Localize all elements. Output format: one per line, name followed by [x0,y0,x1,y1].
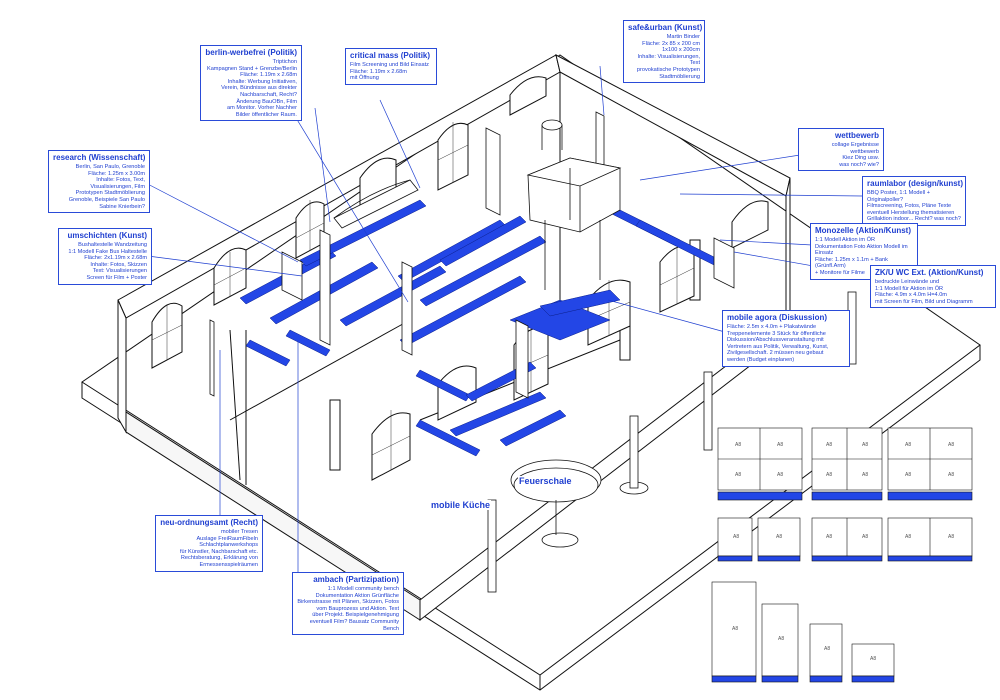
label-body: Martin Binder Fläche: 2x 85 x 200 cm 1x1… [636,34,700,80]
label-title: berlin-werbefrei (Politik) [205,48,297,57]
label-body: 1:1 Modell community bench Dokumentation… [297,586,399,632]
label-title: ZK/U WC Ext. (Aktion/Kunst) [875,268,984,277]
label-body: Film Screening und Bild Einsatz Fläche: … [350,62,429,82]
label-body: mobiler Tresen Auslage FreiRaumFibeln Sc… [179,529,258,568]
label-ambach: ambach (Partizipation) 1:1 Modell commun… [292,572,404,636]
label-mobile-agora: mobile agora (Diskussion) Fläche: 2.5m x… [722,310,850,367]
label-berlin-werbefrei: berlin-werbefrei (Politik) Triptichon Ka… [200,45,302,122]
panel-tag: A8 [905,534,911,540]
label-body: BBQ Poster, 1:1 Modell + Originalpoller?… [867,190,961,223]
label-body: bedruckte Leinwände und 1:1 Modell für A… [875,279,973,305]
panel-tag: A8 [778,636,784,642]
label-zku: ZK/U WC Ext. (Aktion/Kunst) bedruckte Le… [870,265,996,309]
label-title: neu-ordnungsamt (Recht) [160,518,258,527]
panel-tag: A8 [777,472,783,478]
panel-tag: A8 [777,442,783,448]
label-title: critical mass (Politik) [350,51,431,60]
panel-group-c [887,427,973,501]
leader-lines [139,65,871,575]
panel-tag: A8 [862,442,868,448]
panel-group-a [717,427,803,501]
panel-tag: A8 [735,472,741,478]
panel-tag: A8 [948,442,954,448]
label-title: mobile agora (Diskussion) [727,313,828,322]
display-walls [209,111,735,399]
label-body: Triptichon Kampagnen Stand + Grenzbe/Ber… [206,59,297,118]
panel-tag: A8 [948,534,954,540]
exhibition-tables [239,199,721,457]
octagon-tent [526,119,622,290]
panel-tag: A8 [905,442,911,448]
panel-tag: A8 [824,646,830,652]
panel-elevations [711,427,973,683]
columns [487,291,857,593]
panel-tag: A8 [862,534,868,540]
panel-tag: A8 [862,472,868,478]
label-mobile-kueche: mobile Küche [430,500,492,510]
panel-tag: A8 [870,656,876,662]
panel-tag: A8 [735,442,741,448]
label-body: collage Ergebnisse wettbewerb Kiez Ding … [831,142,879,168]
label-title: raumlabor (design/kunst) [867,179,964,188]
label-title: safe&urban (Kunst) [628,23,703,32]
label-research: research (Wissenschaft) Berlin, San Paul… [48,150,150,214]
panel-tag: A8 [905,472,911,478]
label-body: Bushaltestelle Wandzeitung 1:1 Modell Fa… [68,242,147,281]
label-feuerschale: Feuerschale [518,476,573,486]
panel-tag: A8 [776,534,782,540]
label-body: 1:1 Modell Aktion im ÖR Dokumentation Fo… [815,237,908,276]
label-body: Berlin, San Paulo, Grenoble Fläche: 1.25… [68,164,145,210]
panel-tag: A8 [826,442,832,448]
label-neu-ordnungsamt: neu-ordnungsamt (Recht) mobiler Tresen A… [155,515,263,572]
panel-tag: A8 [732,626,738,632]
label-title: umschichten (Kunst) [67,231,147,240]
label-critical-mass: critical mass (Politik) Film Screening u… [345,48,437,85]
label-raumlabor: raumlabor (design/kunst) BBQ Poster, 1:1… [862,176,966,226]
panel-tag: A8 [733,534,739,540]
panel-group-d [717,517,973,562]
label-wettbewerb: wettbewerb collage Ergebnisse wettbewerb… [798,128,884,172]
label-safe-urban: safe&urban (Kunst) Martin Binder Fläche:… [623,20,705,84]
panel-tag: A8 [826,534,832,540]
panel-group-b [811,427,883,501]
label-body: Fläche: 2.5m x 4.0m + Plakatwände Treppe… [727,324,829,363]
label-title: wettbewerb [834,131,879,140]
label-title: research (Wissenschaft) [53,153,146,162]
panel-tag: A8 [826,472,832,478]
panel-tag: A8 [948,472,954,478]
panel-group-e [711,581,895,683]
label-title: Monozelle (Aktion/Kunst) [815,226,911,235]
label-title: ambach (Partizipation) [313,575,399,584]
label-umschichten: umschichten (Kunst) Bushaltestelle Wandz… [58,228,152,285]
